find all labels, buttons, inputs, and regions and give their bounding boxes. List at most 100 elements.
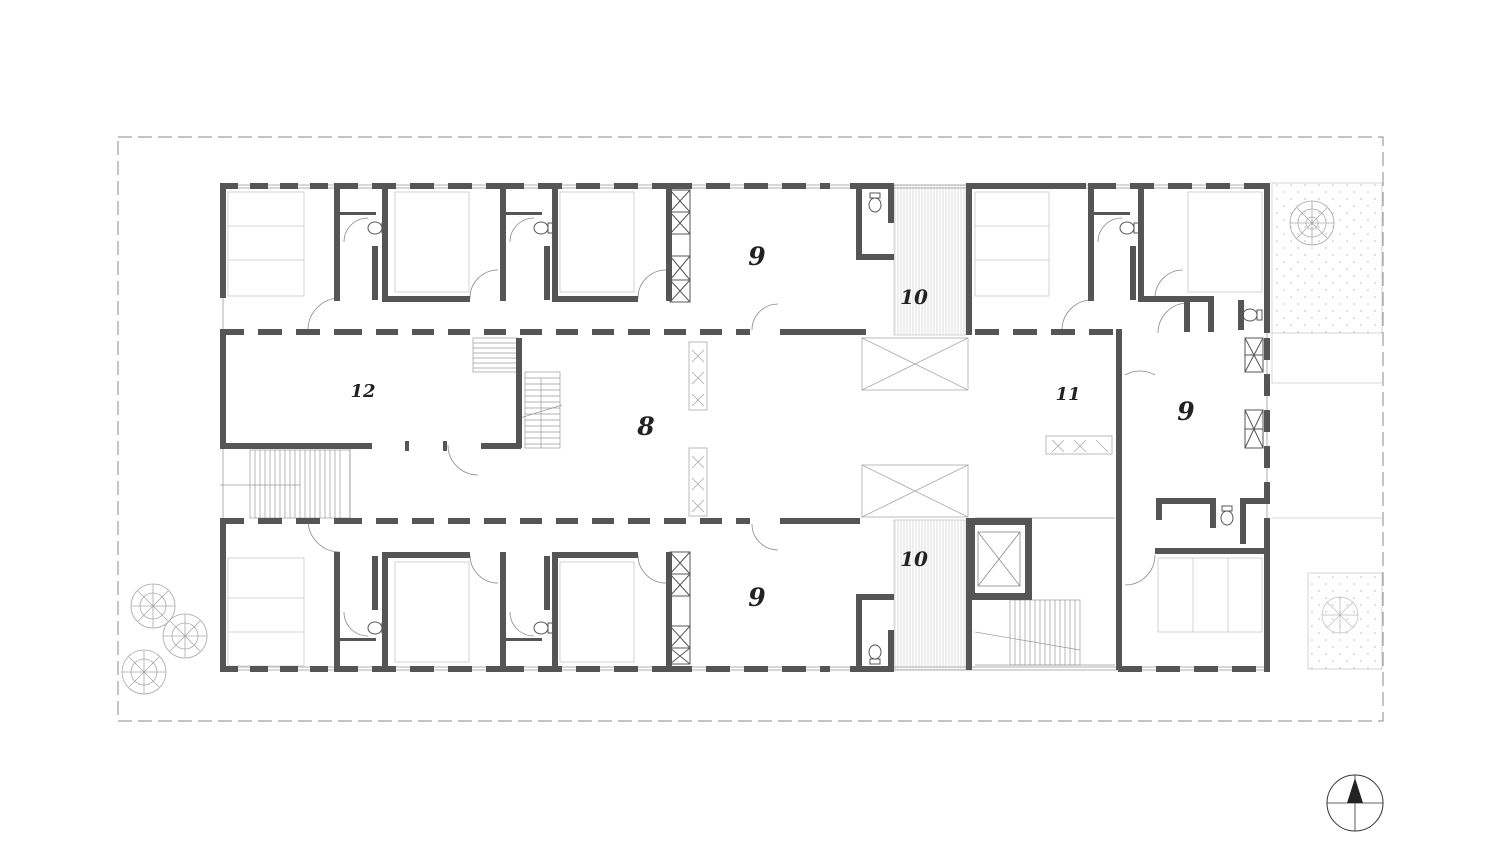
wall-segment xyxy=(1088,183,1094,301)
wall-dash xyxy=(448,666,472,672)
room-label-11: 11 xyxy=(1055,384,1080,405)
wall-segment xyxy=(552,552,558,670)
wall-segment xyxy=(405,441,409,451)
wall-dash xyxy=(652,183,668,189)
wall-segment xyxy=(220,443,372,449)
wall-segment xyxy=(500,183,506,301)
wall-dash xyxy=(220,329,244,335)
wall-dash xyxy=(628,329,650,335)
room-labels: 9 10 12 8 11 9 10 9 xyxy=(350,242,1194,612)
wall-dash xyxy=(448,183,472,189)
wall-segment xyxy=(888,183,894,223)
stair-icon xyxy=(220,449,351,519)
wall-dash xyxy=(376,329,398,335)
wall-segment xyxy=(780,518,860,524)
wall-dash xyxy=(334,329,340,335)
wall-dash xyxy=(706,666,730,672)
wall-segment xyxy=(220,335,226,448)
wall-segment xyxy=(1210,498,1216,528)
wall-segment xyxy=(1238,300,1244,330)
wall-dash xyxy=(448,518,470,524)
wall-segment xyxy=(1138,296,1186,302)
wall-dash xyxy=(334,518,340,524)
wall-segment xyxy=(1130,246,1136,300)
wall-segment xyxy=(506,638,542,641)
wall-dash xyxy=(820,666,830,672)
wall-segment xyxy=(500,552,506,670)
wall-dash xyxy=(340,518,362,524)
wall-dash xyxy=(1232,666,1256,672)
wall-dash xyxy=(334,183,358,189)
wall-dash xyxy=(1013,329,1037,335)
wall-segment xyxy=(220,520,226,672)
wall-dash xyxy=(410,183,434,189)
void-top xyxy=(861,337,969,391)
wall-dash xyxy=(736,329,750,335)
wall-segment xyxy=(1264,520,1270,672)
wall-dash xyxy=(412,518,434,524)
room-label-8: 8 xyxy=(636,412,654,441)
wall-dash xyxy=(296,518,320,524)
wall-dash xyxy=(280,666,298,672)
wall-dash xyxy=(1244,183,1268,189)
wall-segment xyxy=(1240,498,1270,504)
wall-segment xyxy=(780,329,860,335)
wall-dash xyxy=(664,329,686,335)
wall-segment xyxy=(856,594,894,600)
wall-dash xyxy=(1118,666,1142,672)
wall-segment xyxy=(516,338,522,448)
wall-segment xyxy=(856,254,894,260)
wall-dash xyxy=(1264,518,1270,520)
wall-dash xyxy=(220,666,238,672)
wall-dash xyxy=(782,183,806,189)
wall-dash xyxy=(448,329,470,335)
wall-segment xyxy=(340,212,376,215)
wall-dash xyxy=(700,329,722,335)
north-arrow-icon xyxy=(1326,774,1384,832)
wall-dash xyxy=(556,329,578,335)
wall-dash xyxy=(652,666,668,672)
wall-dash xyxy=(376,518,398,524)
wall-dash xyxy=(592,518,614,524)
room-label-9-right: 9 xyxy=(1177,397,1194,426)
wall-segment xyxy=(372,556,378,610)
wall-dash xyxy=(310,666,328,672)
wall-segment xyxy=(443,441,447,451)
wall-dash xyxy=(668,666,692,672)
wall-dash xyxy=(484,518,506,524)
site-boundary xyxy=(117,136,1384,722)
garden-patch-bottom xyxy=(1307,572,1383,670)
wall-dash xyxy=(744,666,768,672)
wall-dash xyxy=(486,183,500,189)
wall-dash xyxy=(614,183,638,189)
wall-dash xyxy=(1264,410,1270,432)
wall-dash xyxy=(280,183,298,189)
wall-dash xyxy=(614,666,638,672)
room-label-9-top: 9 xyxy=(748,242,765,271)
wall-segment xyxy=(966,183,1086,189)
wall-segment xyxy=(552,183,558,301)
wall-dash xyxy=(538,666,562,672)
wall-dash xyxy=(258,518,282,524)
wall-segment xyxy=(856,594,862,672)
wall-dash xyxy=(1092,183,1116,189)
garden-patch-top xyxy=(1271,182,1383,334)
wall-segment xyxy=(382,296,470,302)
wall-dash xyxy=(628,518,650,524)
wall-segment xyxy=(552,296,638,302)
wall-dash xyxy=(258,329,282,335)
wall-dash xyxy=(500,666,524,672)
wall-dash xyxy=(310,183,328,189)
wall-segment xyxy=(1240,498,1246,544)
wall-segment xyxy=(544,556,550,610)
wall-dash xyxy=(484,329,506,335)
wall-segment xyxy=(220,183,226,298)
wall-segment xyxy=(856,183,862,259)
wall-segment xyxy=(1138,183,1144,301)
wall-segment xyxy=(1184,296,1214,302)
wall-dash xyxy=(412,329,434,335)
ramp-top xyxy=(893,184,967,336)
wall-dash xyxy=(1194,666,1218,672)
wall-dash xyxy=(1206,183,1230,189)
